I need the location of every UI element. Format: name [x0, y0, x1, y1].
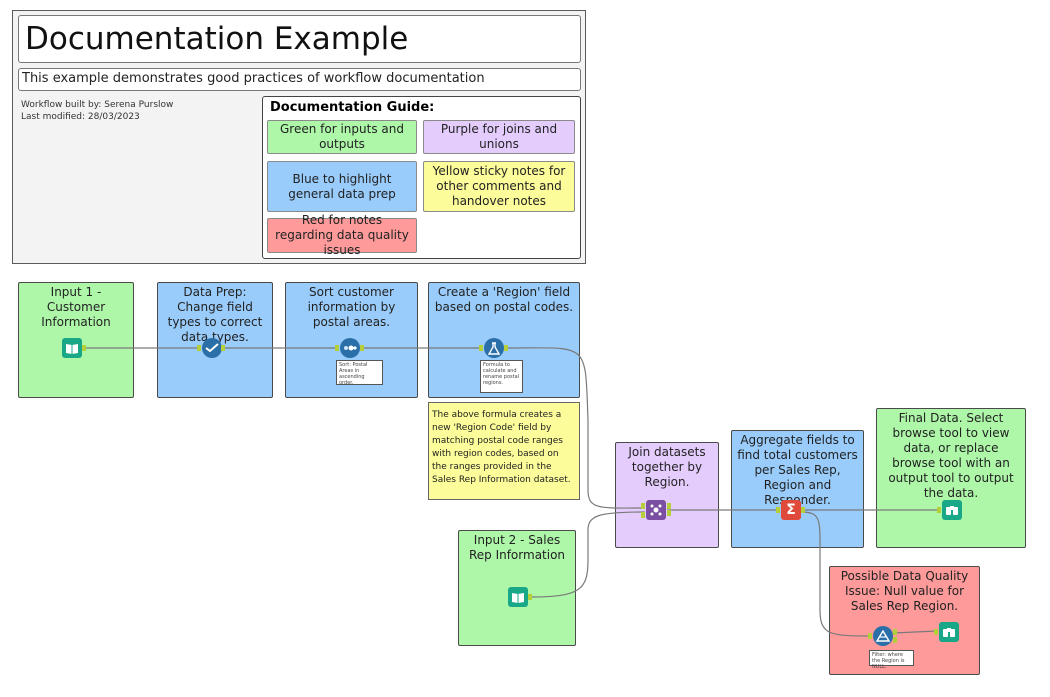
input-anchor[interactable] — [335, 345, 339, 351]
formula-tool[interactable] — [484, 338, 504, 358]
input-anchor[interactable] — [197, 345, 201, 351]
page-subtitle: This example demonstrates good practices… — [18, 68, 581, 91]
container-final-data[interactable]: Final Data. Select browse tool to view d… — [876, 408, 1026, 548]
guide-blue-note[interactable]: Blue to highlight general data prep — [267, 161, 417, 212]
sort-annotation: Sort: Postal Areas in ascending order. — [336, 360, 383, 386]
container-data-prep[interactable]: Data Prep: Change field types to correct… — [157, 282, 273, 398]
filter-triangle-icon — [876, 630, 890, 642]
summarize-tool[interactable]: Σ — [781, 500, 801, 520]
false-output-anchor[interactable] — [893, 637, 897, 643]
input-data-tool-2[interactable] — [508, 587, 528, 607]
output-anchor[interactable] — [360, 345, 364, 351]
formula-annotation: Formula to calculate and rename postal r… — [480, 360, 523, 393]
join-output-anchor[interactable] — [667, 503, 671, 509]
input-anchor[interactable] — [479, 345, 483, 351]
container-sort-label: Sort customer information by postal area… — [307, 285, 396, 329]
container-aggregate[interactable]: Aggregate fields to find total customers… — [731, 430, 864, 548]
output-anchor[interactable] — [82, 345, 86, 351]
binoculars-icon — [946, 506, 958, 515]
flask-icon — [488, 341, 500, 355]
browse-tool-final[interactable] — [942, 500, 962, 520]
sort-dots-icon — [344, 345, 357, 351]
filter-annotation: Filter: where the Region is NULL. — [869, 650, 914, 670]
input-anchor[interactable] — [776, 507, 780, 513]
filter-tool[interactable] — [873, 626, 893, 646]
guide-title: Documentation Guide: — [270, 100, 435, 115]
join-output-anchor[interactable] — [667, 510, 671, 516]
right-input-anchor[interactable] — [641, 512, 645, 518]
guide-red-note[interactable]: Red for notes regarding data quality iss… — [267, 213, 417, 257]
container-join-label: Join datasets together by Region. — [628, 445, 706, 489]
built-by-text: Workflow built by: Serena Purslow — [21, 100, 174, 110]
input-anchor[interactable] — [868, 633, 872, 639]
sort-tool[interactable] — [340, 338, 360, 358]
container-input-1-label: Input 1 - Customer Information — [41, 285, 111, 329]
book-icon — [66, 344, 78, 354]
join-icon — [650, 504, 662, 516]
output-anchor[interactable] — [504, 345, 508, 351]
page-title: Documentation Example — [18, 15, 581, 63]
input-anchor[interactable] — [934, 629, 938, 635]
guide-green-note[interactable]: Green for inputs and outputs — [267, 120, 417, 154]
output-anchor[interactable] — [221, 345, 225, 351]
input-data-tool-1[interactable] — [62, 338, 82, 358]
workflow-metadata: Workflow built by: Serena Purslow Last m… — [21, 99, 251, 123]
check-icon — [205, 343, 219, 353]
container-input-2-label: Input 2 - Sales Rep Information — [468, 533, 566, 562]
container-region-label: Create a 'Region' field based on postal … — [434, 285, 574, 314]
container-data-quality-label: Possible Data Quality Issue: Null value … — [840, 569, 969, 613]
true-output-anchor[interactable] — [893, 629, 897, 635]
browse-tool-data-quality[interactable] — [939, 622, 959, 642]
container-join[interactable]: Join datasets together by Region. — [615, 442, 719, 548]
guide-purple-note[interactable]: Purple for joins and unions — [423, 120, 575, 154]
left-input-anchor[interactable] — [641, 503, 645, 509]
output-anchor[interactable] — [528, 594, 532, 600]
sigma-icon: Σ — [786, 502, 796, 518]
input-anchor[interactable] — [937, 507, 941, 513]
sticky-note-formula[interactable]: The above formula creates a new 'Region … — [428, 402, 580, 500]
guide-yellow-note[interactable]: Yellow sticky notes for other comments a… — [423, 161, 575, 212]
join-tool[interactable] — [646, 500, 666, 520]
select-tool[interactable] — [202, 338, 222, 358]
output-anchor[interactable] — [801, 507, 805, 513]
book-icon — [512, 593, 524, 603]
binoculars-icon — [943, 628, 955, 637]
last-modified-text: Last modified: 28/03/2023 — [21, 112, 140, 122]
container-data-prep-label: Data Prep: Change field types to correct… — [167, 285, 263, 344]
container-final-data-label: Final Data. Select browse tool to view d… — [888, 411, 1014, 500]
container-aggregate-label: Aggregate fields to find total customers… — [737, 433, 858, 507]
